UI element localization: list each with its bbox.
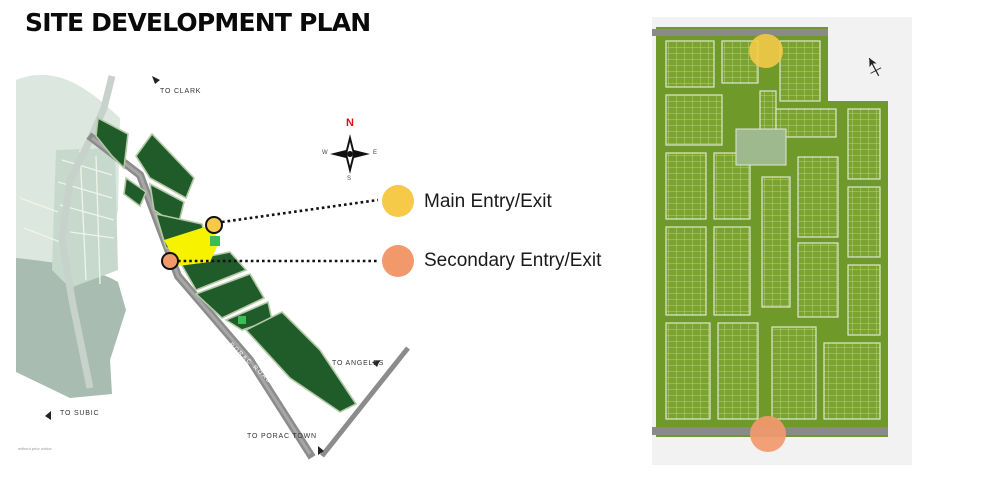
- direction-arrow-icon: [152, 76, 160, 84]
- site-parcels: [95, 116, 358, 413]
- legend-secondary-entry: Secondary Entry/Exit: [424, 250, 602, 271]
- main-entry-legend-dot: [382, 185, 414, 217]
- entry-highlight-area: [164, 226, 220, 266]
- main-entry-connector: [221, 198, 379, 224]
- compass-east: E: [373, 150, 378, 156]
- compass-south: S: [347, 176, 352, 182]
- plan-main-entry-marker: [749, 34, 783, 68]
- secondary-entry-legend-dot: [382, 245, 414, 277]
- plan-north-road: [652, 29, 828, 36]
- main-entry-marker: [205, 216, 223, 234]
- vicinity-map: [16, 74, 414, 460]
- page-title: SITE DEVELOPMENT PLAN: [25, 8, 371, 37]
- north-arrow-icon: [868, 57, 882, 77]
- surrounding-area-lower: [16, 258, 126, 398]
- label-to-subic: TO SUBIC: [60, 410, 100, 417]
- direction-arrow-icon: [318, 446, 324, 455]
- footnote: without prior notice.: [18, 446, 53, 451]
- green-lot: [210, 236, 220, 246]
- compass-rose-icon: [330, 134, 370, 174]
- legend-main-entry: Main Entry/Exit: [424, 191, 552, 212]
- label-to-clark: TO CLARK: [160, 88, 202, 95]
- road-north: [58, 75, 116, 389]
- label-to-angeles: TO ANGELES: [332, 360, 385, 367]
- plan-clubhouse: [735, 128, 787, 166]
- label-to-porac-town: TO PORAC TOWN: [247, 433, 317, 440]
- subdivision-plan: [652, 17, 912, 465]
- compass-west: W: [322, 150, 328, 156]
- road-angeles: [320, 346, 410, 458]
- green-lot-2: [238, 316, 246, 324]
- direction-arrow-icon: [45, 411, 51, 420]
- direction-arrow-icon: [372, 360, 380, 367]
- secondary-entry-marker: [161, 252, 179, 270]
- plan-secondary-entry-marker: [750, 416, 786, 452]
- compass-north: N: [346, 117, 354, 129]
